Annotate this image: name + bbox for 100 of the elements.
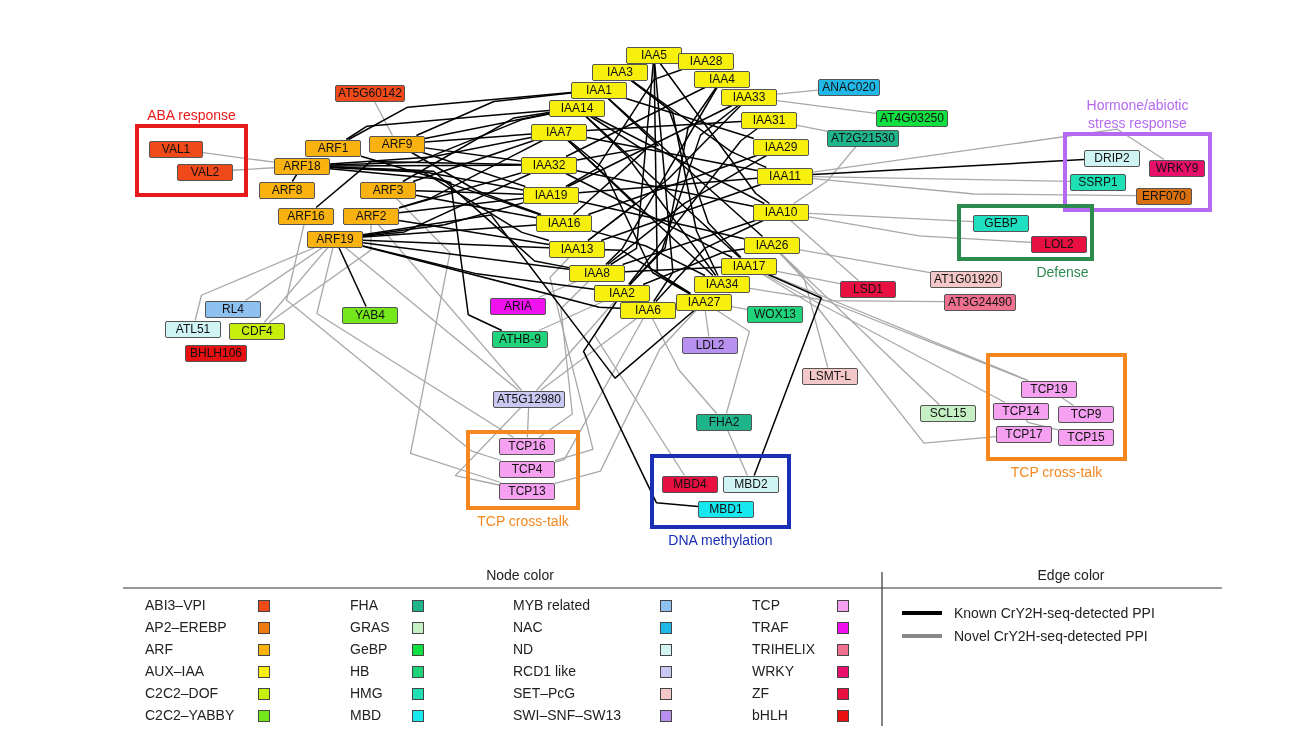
interaction-line [329, 167, 541, 216]
protein-node: AT5G60142 [335, 84, 405, 102]
protein-node: IAA11 [757, 167, 813, 185]
interaction-line [651, 317, 718, 415]
legend-text: WRKY [752, 663, 794, 680]
legend-text: HMG [350, 685, 383, 702]
legend-text: ND [513, 641, 534, 658]
protein-node: ARF9 [369, 135, 425, 153]
protein-node: LSD1 [840, 280, 896, 298]
protein-node: IAA2 [594, 284, 650, 302]
interaction-line [776, 270, 841, 285]
interaction-line [244, 246, 324, 302]
interaction-line [652, 62, 674, 303]
interaction-line [362, 239, 550, 249]
interaction-line [812, 175, 1071, 183]
protein-node: CDF4 [229, 322, 285, 340]
protein-node: IAA7 [531, 123, 587, 141]
protein-node: IAA10 [753, 203, 809, 221]
group-title: ABA response [146, 106, 237, 124]
interaction-line [362, 214, 695, 379]
protein-node: AT4G03250 [876, 109, 948, 127]
legend-text: TRIHELIX [752, 641, 815, 658]
protein-node: ERF070 [1136, 187, 1192, 205]
interaction-line [789, 219, 860, 282]
interaction-line [576, 169, 754, 208]
protein-node: ARF2 [343, 207, 399, 225]
legend-text: C2C2–YABBY [145, 707, 235, 724]
interaction-line [1060, 396, 1075, 407]
interaction-line [812, 128, 1165, 173]
interaction-line [345, 109, 550, 141]
interaction-line [567, 104, 733, 188]
interaction-line [582, 300, 699, 508]
protein-node: VAL2 [177, 163, 233, 181]
protein-node: IAA26 [744, 236, 800, 254]
protein-node: SSRP1 [1070, 173, 1126, 191]
legend-text: ARF [145, 641, 173, 658]
legend-heading: Edge color [1037, 566, 1105, 585]
interaction-line [565, 172, 733, 259]
interaction-line [565, 86, 706, 158]
interaction-line [627, 127, 759, 286]
interaction-line [731, 306, 748, 310]
interaction-line [412, 139, 535, 183]
interaction-line [621, 219, 757, 266]
protein-node: ARF16 [278, 207, 334, 225]
interaction-line [398, 219, 550, 246]
protein-node: YAB4 [342, 306, 398, 324]
interaction-line [780, 252, 940, 406]
protein-node: IAA34 [694, 275, 750, 293]
legend-text: MBD [350, 707, 382, 724]
interaction-line [799, 249, 931, 274]
legend-text: NAC [513, 619, 543, 636]
protein-node: FHA2 [696, 413, 752, 431]
interaction-line [653, 62, 692, 295]
legend-text: SWI–SNF–SW13 [513, 707, 622, 724]
interaction-line [291, 173, 298, 183]
interaction-line [415, 190, 524, 195]
legend-text: AP2–EREBP [145, 619, 227, 636]
interaction-line [549, 256, 594, 462]
protein-node: TCP4 [499, 460, 555, 478]
legend-text: TRAF [752, 619, 789, 636]
protein-node: ARF19 [307, 230, 363, 248]
protein-node: IAA14 [549, 99, 605, 117]
interaction-line [539, 317, 638, 392]
legend-text: ABI3–VPI [145, 597, 206, 614]
interaction-line [554, 317, 644, 463]
interaction-line [362, 224, 537, 238]
interaction-line [398, 139, 544, 209]
protein-node: IAA6 [620, 301, 676, 319]
legend-text: ZF [752, 685, 770, 702]
interaction-line [659, 62, 771, 205]
interaction-line [568, 139, 690, 295]
interaction-line [329, 164, 522, 167]
interaction-line [586, 120, 742, 132]
interaction-line [377, 223, 523, 392]
protein-node: IAA5 [626, 46, 682, 64]
interaction-line [398, 197, 524, 214]
protein-node: ARIA [490, 297, 546, 315]
interaction-line [424, 133, 532, 143]
interaction-line [373, 100, 394, 137]
group-title: TCP cross-talk [476, 512, 570, 530]
interaction-line [607, 97, 764, 238]
protein-node: IAA4 [694, 70, 750, 88]
protein-node: IAA17 [721, 257, 777, 275]
protein-node: LDL2 [682, 336, 738, 354]
interaction-line [808, 216, 1032, 244]
interaction-line [402, 111, 550, 183]
interaction-line [576, 97, 659, 161]
interaction-line [704, 309, 710, 338]
protein-node: IAA1 [571, 81, 627, 99]
interaction-line [587, 104, 742, 242]
protein-node: ARF8 [259, 181, 315, 199]
interaction-line [398, 172, 522, 209]
protein-node: AT3G24490 [944, 293, 1016, 311]
legend-text: bHLH [752, 707, 788, 724]
group-title: TCP cross-talk [1009, 463, 1104, 481]
protein-node: BHLH106 [185, 344, 247, 362]
legend-text: GeBP [350, 641, 388, 658]
interaction-line [538, 300, 604, 332]
interaction-line [360, 155, 503, 332]
legend-text: RCD1 like [513, 663, 576, 680]
